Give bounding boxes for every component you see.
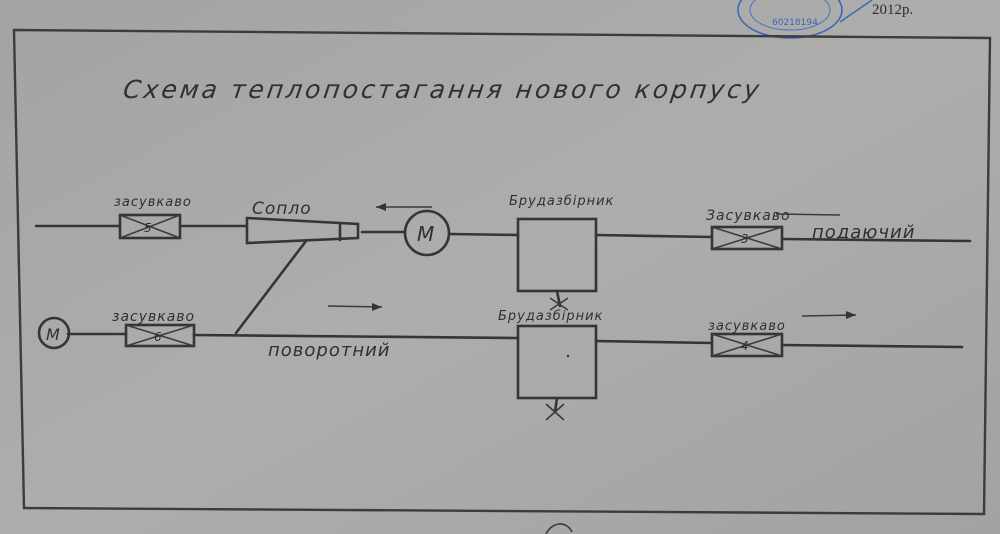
date-text: 2012р.: [872, 2, 913, 18]
stamp-code: 60218194: [772, 18, 818, 28]
mud-trap-bottom: [516, 324, 598, 421]
valve-3: 3: [710, 225, 784, 251]
valve-4-number: 4: [741, 339, 749, 353]
pump-return-symbol: М: [46, 325, 60, 344]
valve-4: 4: [710, 332, 784, 358]
mud-trap-top-label: Брудазбірник: [509, 194, 614, 209]
drawing-frame: [12, 28, 992, 516]
valve-5: 5: [118, 213, 182, 240]
round-stamp: 60218194: [737, 0, 873, 39]
mud-trap-top: [516, 217, 598, 311]
return-pipeline: [66, 332, 964, 349]
pump-supply: М: [403, 209, 451, 257]
valve-5-label: засувкаво: [114, 195, 192, 210]
arrow-right-return: [327, 303, 383, 311]
supply-label: подаючий: [812, 222, 915, 243]
valve-6: 6: [124, 323, 196, 348]
valve-5-number: 5: [144, 221, 152, 235]
valve-4-label: засувкаво: [708, 319, 786, 334]
nozzle: [245, 216, 360, 245]
nozzle-return-connector: [234, 239, 308, 335]
arrow-right-return-2: [801, 311, 857, 319]
mud-trap-bottom-label: Брудазбірник: [498, 309, 603, 324]
pump-supply-symbol: М: [417, 222, 434, 246]
diagram-title: Схема теплопостагання нового корпусу: [121, 75, 763, 104]
valve-3-number: 3: [741, 232, 749, 246]
valve-6-number: 6: [154, 330, 162, 344]
pump-return: М: [37, 316, 71, 350]
valve-6-label: засувкаво: [112, 309, 195, 325]
arrow-right-supply: [775, 213, 841, 216]
signature-mark: [545, 523, 573, 534]
supply-pipeline: [34, 224, 972, 243]
valve-3-label: Засувкаво: [706, 208, 791, 224]
nozzle-label: Сопло: [252, 199, 312, 219]
arrow-left-supply: [376, 203, 432, 211]
return-label: поворотний: [268, 340, 391, 361]
